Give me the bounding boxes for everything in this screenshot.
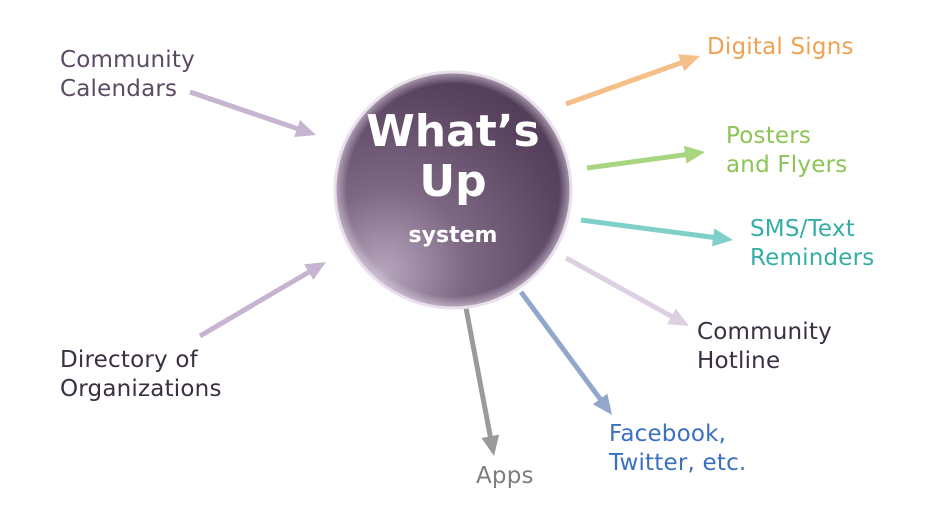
label-line: Digital Signs [707,34,854,60]
arrow-digital-signs [565,54,700,107]
arrow-apps [463,307,500,456]
hub-subtitle: system [408,223,498,248]
label-community-hotline: Community Hotline [697,318,832,376]
hub-title-line1: What’s [366,106,540,157]
arrow-sms-text-reminders-head [711,228,733,247]
arrow-community-calendars-shaft [189,89,300,132]
arrow-directory-of-organizations-head [304,262,326,280]
arrow-digital-signs-shaft [565,59,684,107]
arrow-directory-of-organizations-shaft [198,268,312,339]
label-line: Twitter, etc. [609,450,747,476]
arrow-directory-of-organizations [198,262,326,339]
label-apps: Apps [476,462,534,491]
arrow-sms-text-reminders-shaft [580,217,716,241]
arrow-apps-head [481,434,500,456]
label-digital-signs: Digital Signs [707,33,854,62]
arrow-posters-and-flyers-head [683,145,705,164]
arrow-community-hotline-head [667,308,689,326]
arrow-facebook-twitter-shaft [518,290,604,403]
arrow-sms-text-reminders [580,217,733,247]
label-directory-of-organizations: Directory of Organizations [60,346,222,404]
label-line: Apps [476,463,534,489]
arrow-posters-and-flyers-shaft [586,151,688,171]
label-line: Reminders [750,245,875,271]
hub-title-line2: Up [419,156,487,207]
arrow-facebook-twitter [518,290,612,415]
hub-rim [335,72,571,308]
label-line: Community [697,319,832,345]
label-sms-text-reminders: SMS/Text Reminders [750,215,874,273]
arrow-facebook-twitter-head [592,393,612,415]
label-line: Facebook, [609,421,727,447]
label-community-calendars: Community Calendars [60,46,195,104]
arrow-apps-shaft [463,307,494,439]
label-line: Community [60,47,195,73]
arrow-community-calendars [189,89,316,138]
label-line: Hotline [697,348,781,374]
label-line: Directory of [60,347,198,373]
arrow-community-hotline [564,255,689,326]
label-line: Posters [726,123,812,149]
label-line: Organizations [60,376,222,402]
label-line: Calendars [60,76,178,102]
label-line: and Flyers [726,152,848,178]
label-line: SMS/Text [750,216,855,242]
arrow-posters-and-flyers [586,145,705,171]
arrow-community-hotline-shaft [564,255,675,320]
label-facebook-twitter: Facebook, Twitter, etc. [609,420,746,478]
arrow-community-calendars-head [294,120,316,138]
arrow-digital-signs-head [678,54,700,72]
label-posters-and-flyers: Posters and Flyers [726,122,847,180]
